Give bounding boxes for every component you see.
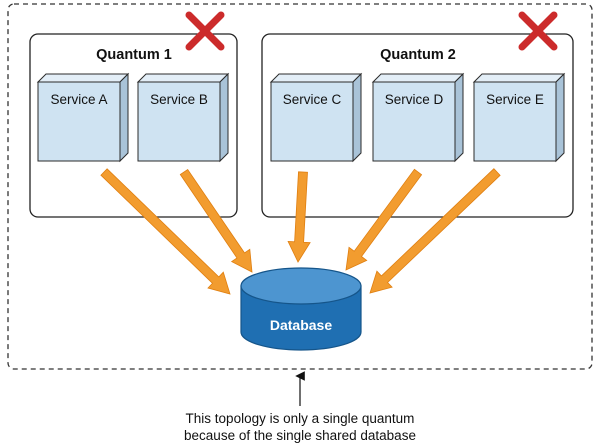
service-b-label: Service B (150, 92, 208, 107)
service-a-label: Service A (50, 92, 107, 107)
service-d-box: Service D (371, 72, 465, 163)
service-e-label: Service E (486, 92, 544, 107)
caption-line-2: because of the single shared database (184, 428, 416, 443)
red-x-icon (518, 11, 558, 51)
quantum-1-group: Quantum 1 Service A Service B (29, 11, 238, 218)
single-quantum-boundary (7, 3, 593, 370)
arrow-service-a (100, 168, 231, 295)
service-e-box: Service E (472, 72, 566, 163)
dependency-arrows (100, 168, 501, 295)
red-x-icon (185, 11, 225, 51)
service-c-label: Service C (283, 92, 342, 107)
database-cylinder: Database (240, 267, 362, 351)
arrow-service-b (179, 168, 253, 273)
service-d-label: Service D (385, 92, 444, 107)
quantum-2-group: Quantum 2 Service C Service D Service E (261, 11, 574, 218)
quantum-1-label: Quantum 1 (96, 47, 172, 63)
service-b-box: Service B (136, 72, 230, 163)
service-c-box: Service C (269, 72, 363, 163)
caption-line-1: This topology is only a single quantum (186, 411, 415, 426)
service-a-box: Service A (36, 72, 130, 163)
database-label: Database (270, 317, 332, 333)
arrow-service-d (345, 168, 423, 271)
arrow-service-c (287, 171, 311, 263)
quantum-2-label: Quantum 2 (380, 47, 456, 63)
arrow-service-e (369, 168, 501, 294)
